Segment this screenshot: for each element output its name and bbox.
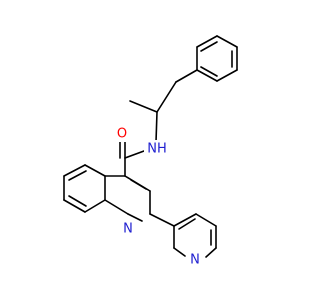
bond <box>149 213 175 227</box>
bond <box>178 218 196 230</box>
bond-lines <box>63 35 238 258</box>
atom-o: O <box>115 126 129 142</box>
bond <box>216 35 238 48</box>
bond <box>127 213 143 222</box>
atom-label-n-quinoline: N <box>123 222 133 237</box>
atom-n-pyridine: N <box>188 252 202 268</box>
molecule-structure: O NH N N <box>63 35 238 268</box>
atom-n-quinoline: N <box>121 221 135 237</box>
bond <box>130 179 147 190</box>
bond <box>173 213 197 227</box>
atom-label-nh: NH <box>147 142 167 157</box>
bond <box>63 164 86 177</box>
bond <box>195 213 217 227</box>
bond <box>156 81 177 113</box>
bond <box>84 199 106 213</box>
bond <box>124 150 145 159</box>
bond <box>200 66 218 77</box>
atom-label-n-pyridine: N <box>190 253 200 268</box>
bond <box>175 69 198 83</box>
bond <box>63 199 86 213</box>
bond <box>205 247 217 258</box>
bond <box>104 199 129 215</box>
atom-label-o: O <box>117 127 127 142</box>
bond <box>200 41 218 52</box>
molecule-canvas: O NH N N <box>63 35 238 268</box>
bond <box>68 195 87 207</box>
bond <box>68 170 87 181</box>
bond <box>216 69 238 82</box>
bond <box>129 100 158 113</box>
bond <box>196 69 218 82</box>
bond <box>196 35 218 48</box>
bond <box>173 247 186 257</box>
bond <box>155 111 158 143</box>
bond <box>84 164 106 177</box>
atom-nh: NH <box>144 140 170 158</box>
